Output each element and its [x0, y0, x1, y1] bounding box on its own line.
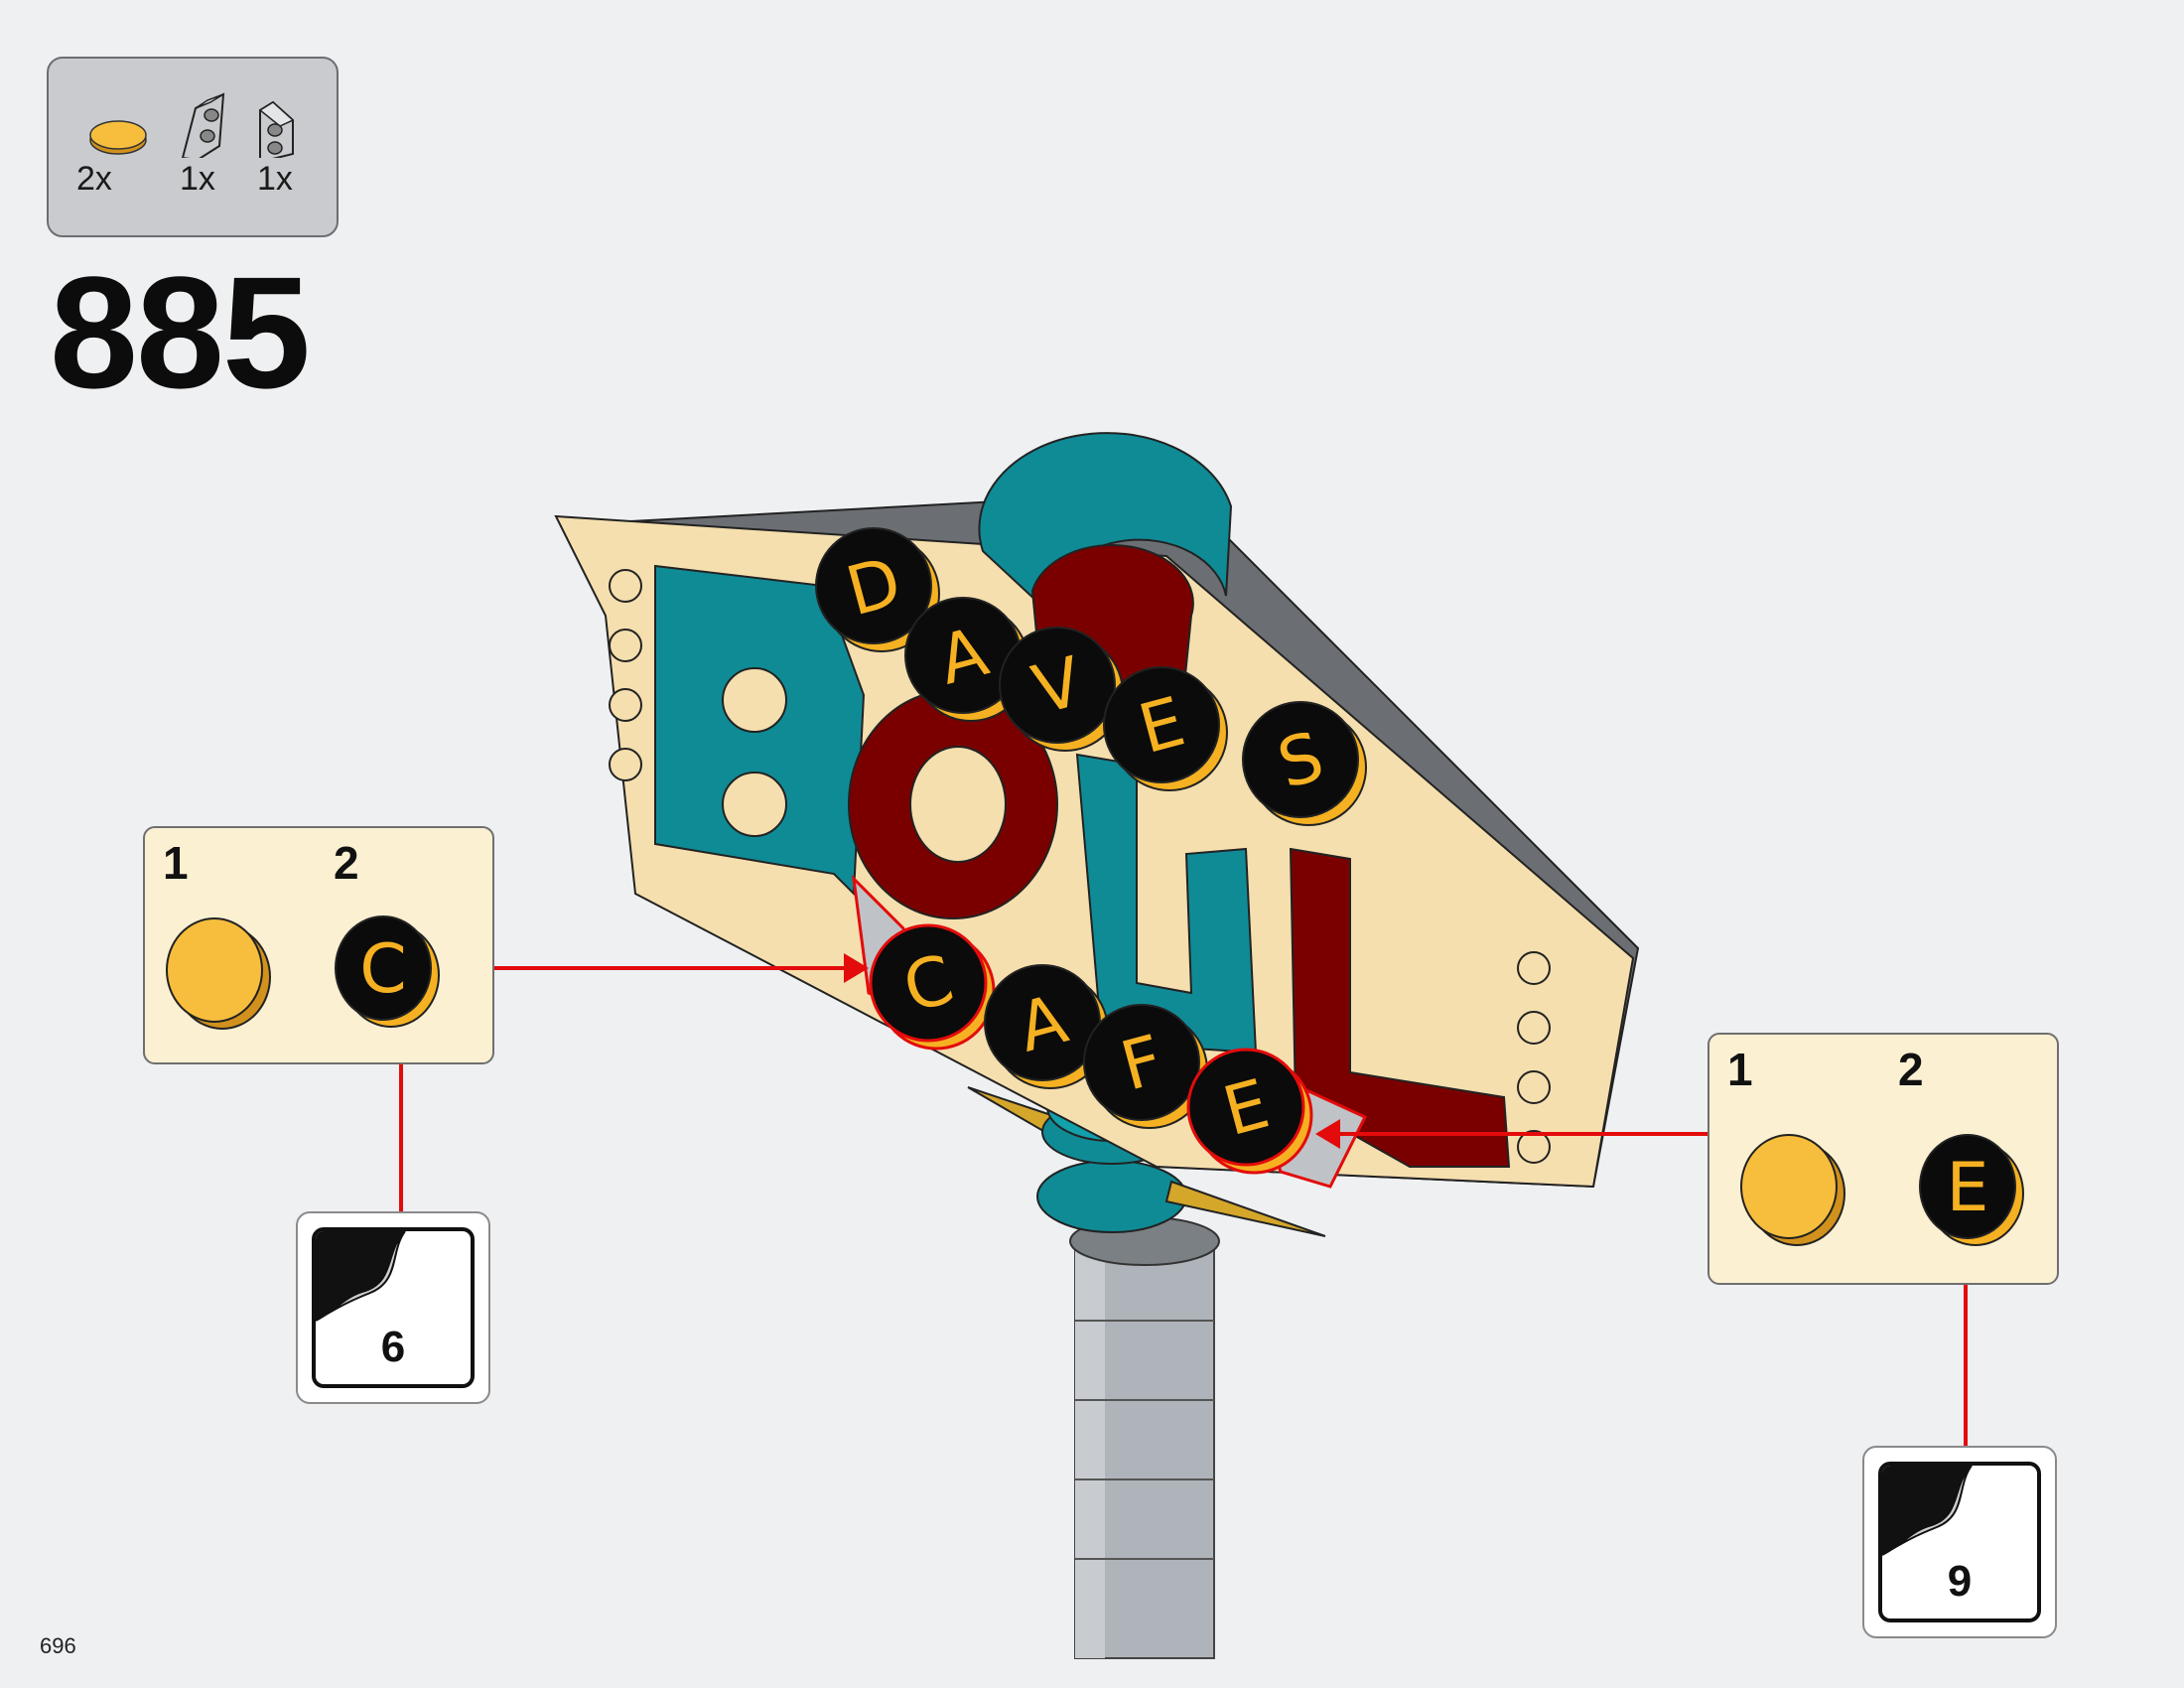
part-qty-1: 2x	[76, 160, 112, 198]
callout-left-step-2: 2	[334, 837, 359, 889]
cafe-tiles: C A F E	[869, 923, 1313, 1175]
sticker-number-right: 9	[1947, 1557, 1973, 1606]
arrow-left-callout	[493, 953, 869, 983]
sticker-number-left: 6	[380, 1323, 406, 1371]
parts-icons	[89, 92, 295, 158]
daves-tiles: D A V E S	[815, 527, 1367, 826]
sticker-sheet-icon: 9	[1878, 1462, 2041, 1622]
sticker-box-left: 6	[296, 1211, 490, 1404]
callout-right-step-2: 2	[1898, 1044, 1924, 1095]
wedge-plate-right-icon	[258, 100, 295, 158]
callout-left-step-1: 1	[163, 837, 189, 889]
callout-left: 1 2 C	[143, 826, 494, 1064]
callout-left-parts: C	[166, 915, 440, 1030]
callout-right: 1 2 E	[1707, 1033, 2059, 1285]
bowl-letter-o	[848, 689, 1058, 919]
wedge-plate-left-icon	[181, 92, 225, 158]
part-qty-2: 1x	[180, 160, 215, 198]
bowl-letter-b	[654, 564, 866, 897]
sign-pole	[1069, 1216, 1220, 1659]
callout-left-tile-letter: C	[359, 930, 406, 1009]
parts-list-box: 2x 1x 1x	[47, 57, 339, 237]
sticker-sheet-icon: 6	[312, 1227, 475, 1388]
callout-right-parts: E	[1740, 1134, 2024, 1246]
yellow-round-tile-icon	[89, 120, 147, 155]
sticker-box-right: 9	[1862, 1446, 2057, 1638]
arrow-right-callout	[1315, 1119, 1707, 1149]
yellow-round-tile-icon	[1740, 1134, 1845, 1246]
callout-right-step-1: 1	[1727, 1044, 1753, 1095]
callout-right-tile-letter: E	[1947, 1149, 1989, 1227]
printed-tile-e-icon: E	[1919, 1134, 2024, 1246]
printed-tile-c-icon: C	[335, 915, 440, 1028]
step-number: 885	[50, 243, 311, 421]
part-qty-3: 1x	[257, 160, 293, 198]
page-number: 696	[40, 1633, 76, 1658]
yellow-round-tile-icon	[166, 917, 271, 1030]
